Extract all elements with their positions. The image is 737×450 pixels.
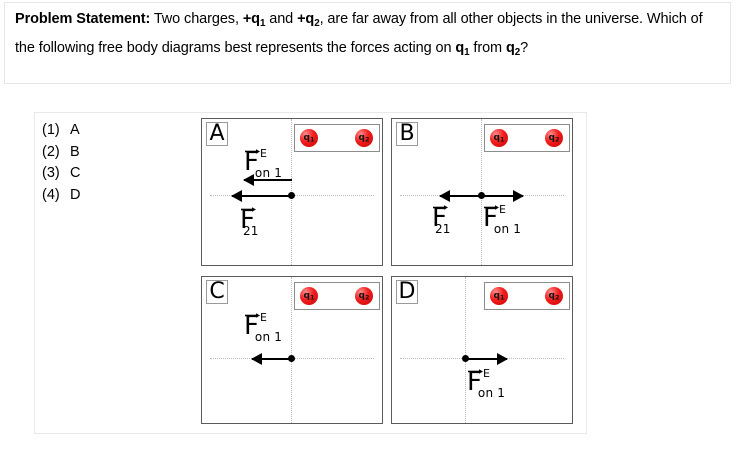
charge-q2: q2 <box>545 129 563 147</box>
charge-pair-box: q1 q2 <box>294 124 380 152</box>
arrow-shaft <box>465 358 507 360</box>
force-subscript: on 1 <box>254 166 283 180</box>
arrow-head-left-icon <box>231 190 242 202</box>
choice-item-3[interactable]: (3) C <box>42 163 192 185</box>
choice-label-1: A <box>70 122 80 138</box>
force-subscript: on 1 <box>477 386 506 400</box>
choice-number-3: (3) <box>42 165 60 181</box>
arrow-head-left-icon <box>251 353 262 365</box>
diagram-panel-c[interactable]: C q1 q2 FEon 1 <box>201 276 383 424</box>
charge-q1: q1 <box>490 287 508 305</box>
charge-q2: q2 <box>355 129 373 147</box>
charge-q1: q1 <box>300 287 318 305</box>
vector-arrow-icon <box>241 207 256 212</box>
force-superscript: E <box>498 203 506 216</box>
force-subscript: on 1 <box>254 330 283 344</box>
inline-charge-q1: +q1 <box>242 11 266 29</box>
problem-text-segment-2: and <box>265 11 298 27</box>
problem-text-segment-5: ? <box>520 39 529 56</box>
panel-letter-b: B <box>396 122 418 146</box>
force-symbol-vector: F <box>244 311 260 341</box>
force-subscript: on 1 <box>493 222 522 236</box>
charge-pair-box: q1 q2 <box>484 282 570 310</box>
vector-arrow-icon <box>245 313 260 318</box>
vertical-guide <box>291 277 292 423</box>
force-superscript: E <box>259 147 267 160</box>
choice-item-2[interactable]: (2) B <box>42 142 192 164</box>
arrow-head-right-icon <box>513 190 524 202</box>
force-symbol-vector: F <box>244 147 260 177</box>
problem-statement-box: Problem Statement: Two charges, +q1 and … <box>4 2 731 84</box>
force-symbol-vector: F <box>432 203 448 233</box>
arrow-head-right-icon <box>497 353 508 365</box>
inline-charge-q1b: q1 <box>455 39 470 58</box>
problem-statement-label: Problem Statement: <box>15 11 151 27</box>
problem-statement-text: Problem Statement: Two charges, +q1 and … <box>15 7 721 65</box>
arrow-head-left-icon <box>439 190 450 202</box>
vertical-guide <box>465 277 466 423</box>
force-symbol-vector: F <box>467 367 483 397</box>
vector-arrow-icon <box>484 205 499 210</box>
charge-q1: q1 <box>300 129 318 147</box>
choice-number-1: (1) <box>42 122 60 138</box>
choice-list: (1) A (2) B (3) C (4) D <box>42 120 192 206</box>
problem-text-segment-4: from <box>469 39 506 56</box>
charge-q2: q2 <box>355 287 373 305</box>
choice-number-4: (4) <box>42 186 60 203</box>
problem-text-segment-1: Two charges, <box>150 11 243 27</box>
force-superscript: E <box>259 311 267 324</box>
inline-charge-q2b: q2 <box>505 39 521 58</box>
arrow-head-left-icon <box>243 174 254 186</box>
charge-q2: q2 <box>545 287 563 305</box>
choice-label-3: C <box>70 165 81 181</box>
arrow-shaft <box>252 358 292 360</box>
force-label-electric-on-1: FEon 1 <box>467 367 516 400</box>
panel-letter-a: A <box>206 122 228 146</box>
charge-pair-box: q1 q2 <box>484 124 570 152</box>
diagram-panel-b[interactable]: B q1 q2 F21 FEon 1 <box>391 118 573 266</box>
force-subscript: 21 <box>434 222 451 236</box>
choice-number-2: (2) <box>42 143 60 160</box>
inline-charge-q2: +q2 <box>297 11 320 29</box>
diagram-panel-a[interactable]: A q1 q2 FEon 1 F21 <box>201 118 383 266</box>
panel-letter-c: C <box>206 280 228 304</box>
diagram-panel-d[interactable]: D q1 q2 FEon 1 <box>391 276 573 424</box>
vector-arrow-icon <box>245 149 260 154</box>
problem-text-segment-3: , are far away from all other objects in… <box>15 11 703 56</box>
force-symbol-vector: F <box>240 205 256 235</box>
force-label-electric-on-1: FEon 1 <box>244 147 293 180</box>
choice-label-4: D <box>70 186 81 203</box>
choice-label-2: B <box>70 143 80 160</box>
panel-letter-d: D <box>396 280 418 304</box>
vector-arrow-icon <box>468 369 483 374</box>
force-label-21: F21 <box>240 205 271 238</box>
force-symbol-vector: F <box>483 203 499 233</box>
force-label-21: F21 <box>432 203 463 236</box>
force-superscript: E <box>482 367 490 380</box>
free-body-diagram-grid: A q1 q2 FEon 1 F21 B q1 q2 <box>201 118 573 426</box>
choice-item-4[interactable]: (4) D <box>42 185 192 207</box>
arrow-shaft <box>440 195 482 197</box>
arrow-shaft <box>481 195 523 197</box>
force-subscript: 21 <box>242 224 259 238</box>
arrow-shaft <box>232 195 292 197</box>
vector-arrow-icon <box>433 205 448 210</box>
choice-item-1[interactable]: (1) A <box>42 120 192 142</box>
force-label-electric-on-1: FEon 1 <box>483 203 532 236</box>
charge-q1: q1 <box>490 129 508 147</box>
arrow-shaft <box>244 179 292 181</box>
force-label-electric-on-1: FEon 1 <box>244 311 293 344</box>
charge-pair-box: q1 q2 <box>294 282 380 310</box>
